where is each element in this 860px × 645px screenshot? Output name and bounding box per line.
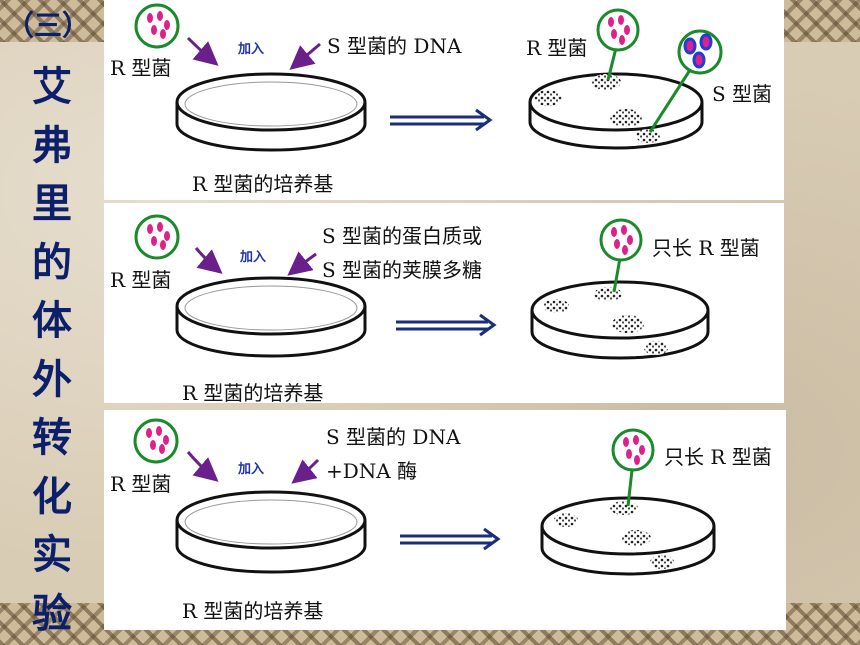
- row2-arrow-right: [287, 251, 317, 276]
- row1-r-cell-circle: [134, 3, 180, 49]
- row1-medium-label: R 型菌的培养基: [192, 172, 334, 196]
- row3-r-strain-label: R 型菌: [110, 472, 172, 496]
- row1-equals-arrow: [390, 108, 493, 132]
- row2-additive-line1: S 型菌的蛋白质或: [322, 224, 483, 248]
- row3-result-dish: [540, 496, 716, 576]
- row3-equals-arrow: [400, 527, 501, 551]
- row2-r-strain-label: R 型菌: [110, 268, 172, 292]
- row1-r-strain-label: R 型菌: [110, 56, 172, 80]
- row1-arrow-left: [186, 36, 219, 66]
- row2-result-label: 只长 R 型菌: [652, 236, 760, 260]
- row2-r-colony-callout: [599, 218, 643, 293]
- row2-equals-arrow: [396, 313, 497, 337]
- row3-arrow-left: [186, 451, 219, 482]
- row2-additive-line2: S 型菌的荚膜多糖: [322, 258, 483, 282]
- row2-result-dish: [530, 280, 710, 360]
- row1-petri-dish: [175, 72, 367, 152]
- section-number: （三）: [6, 9, 91, 42]
- row3-arrow-right: [291, 458, 320, 484]
- row3-petri-dish: [175, 490, 367, 574]
- row2-petri-dish: [175, 276, 367, 358]
- row2-arrow-left: [194, 247, 223, 274]
- row1-add-label: 加入: [238, 42, 265, 57]
- row3-medium-label: R 型菌的培养基: [182, 599, 324, 623]
- row3-add-label: 加入: [238, 462, 265, 477]
- row1-additive-line1: S 型菌的 DNA: [327, 34, 462, 58]
- row3-additive-line2: +DNA 酶: [326, 459, 418, 483]
- row3-result-label: 只长 R 型菌: [664, 445, 772, 469]
- row2-medium-label: R 型菌的培养基: [182, 381, 324, 405]
- row3-additive-line1: S 型菌的 DNA: [326, 425, 461, 449]
- side-title: 艾弗里的体外转化实验: [32, 63, 72, 637]
- row1-result-label-r: R 型菌: [526, 36, 588, 60]
- row2-add-label: 加入: [240, 250, 267, 265]
- row3-r-cell-circle: [133, 418, 179, 464]
- row1-arrow-right: [289, 42, 321, 70]
- row1-s-colony-callout: [648, 29, 723, 133]
- row3-r-colony-callout: [611, 428, 655, 507]
- row1-r-colony-callout: [596, 8, 640, 81]
- row1-result-dish: [528, 72, 704, 150]
- row2-r-cell-circle: [134, 214, 180, 260]
- row1-result-label-s: S 型菌: [712, 82, 773, 106]
